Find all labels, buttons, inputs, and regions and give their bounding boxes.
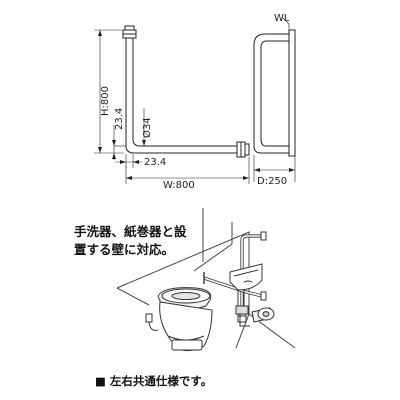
horizontal-rail (134, 145, 237, 154)
installation-note-line1: 手洗器、紙巻器と設 (74, 224, 187, 239)
top-wall-bracket (122, 25, 137, 39)
side-top-arm (253, 33, 289, 146)
diameter-arrow (142, 140, 146, 146)
right-wall-bracket (236, 141, 250, 158)
paper-holder (251, 307, 275, 323)
side-wall-plate (288, 29, 296, 157)
depth-dimension (253, 155, 296, 182)
vertical-rail (125, 38, 134, 146)
diameter-label: Ø34 (141, 117, 153, 138)
installation-illustration (116, 208, 296, 352)
horizontal-offset-label: 23.4 (144, 157, 166, 168)
toilet (145, 287, 213, 352)
height-dimension (94, 29, 124, 154)
width-label: W:800 (163, 180, 195, 191)
depth-label: D:250 (257, 176, 287, 187)
rail-corner-bend (125, 145, 135, 154)
side-bottom-arm (253, 145, 289, 154)
width-dimension (125, 157, 250, 184)
vertical-offset-dimension (112, 125, 126, 160)
height-label: H:800 (100, 86, 111, 116)
common-spec-note: ■ 左右共通仕様です。 (95, 374, 212, 388)
installation-note-line2: 置する壁に対応。 (74, 242, 174, 257)
vertical-offset-label: 23.4 (114, 108, 125, 130)
hand-wash-basin (229, 263, 263, 327)
wall-line-label: WL (274, 13, 290, 24)
side-elevation-view (253, 29, 296, 157)
horizontal-offset-dimension (115, 154, 142, 168)
front-elevation-view (122, 25, 250, 158)
